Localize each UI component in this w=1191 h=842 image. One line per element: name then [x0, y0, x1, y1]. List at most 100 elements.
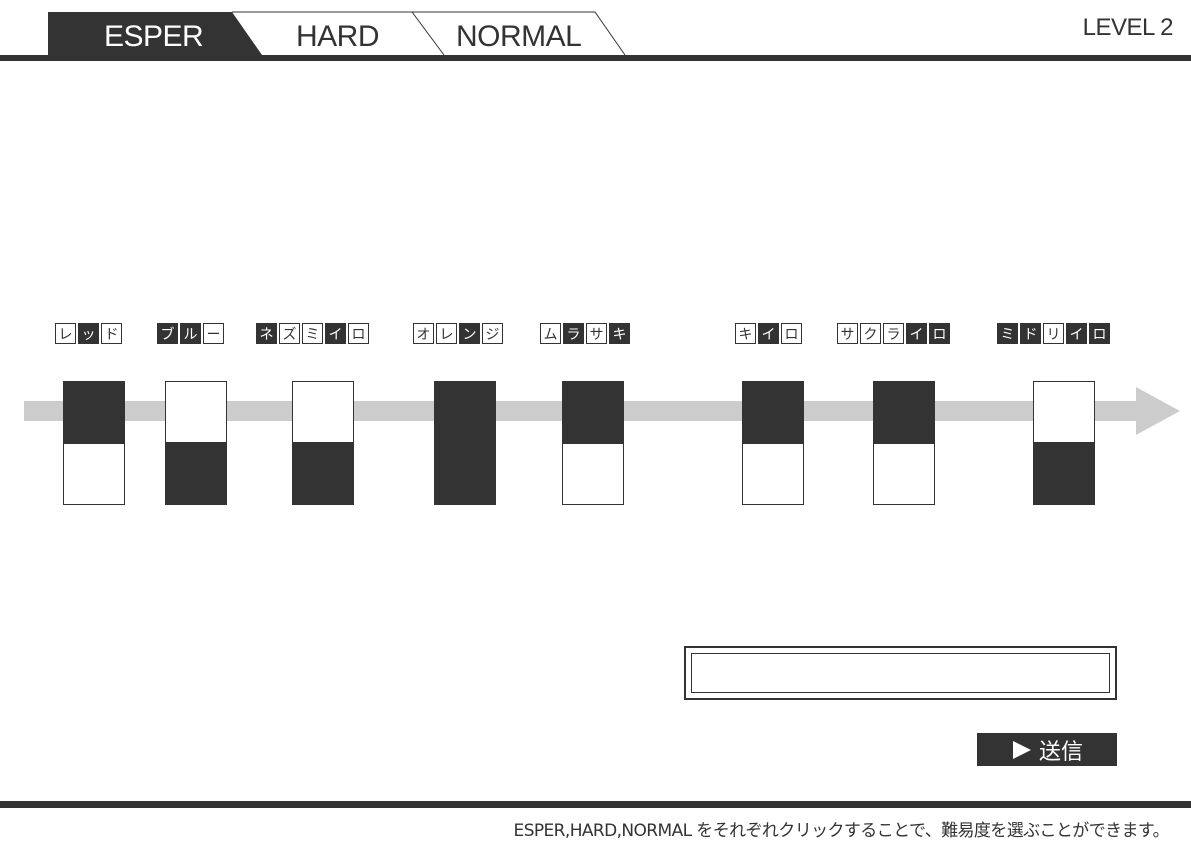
- char-chip: ラ: [883, 323, 904, 344]
- char-chip-text: ロ: [933, 327, 947, 343]
- char-chip: ル: [180, 323, 201, 344]
- char-chip-text: ロ: [1093, 327, 1107, 343]
- char-chip: ン: [459, 323, 480, 344]
- color-block: [63, 381, 125, 505]
- char-chip-text: ン: [463, 327, 477, 343]
- char-chip-text: ル: [184, 327, 198, 343]
- tab-esper[interactable]: ESPER: [48, 12, 262, 55]
- color-block-top: [292, 381, 354, 443]
- color-block-bottom: [562, 443, 624, 505]
- char-chip: ロ: [348, 323, 369, 344]
- char-chip: ロ: [781, 323, 802, 344]
- color-timeline: レッドブルーネズミイロオレンジムラサキキイロサクライロミドリイロ: [24, 323, 1180, 505]
- char-chip-text: ッ: [82, 327, 96, 343]
- word-label: サクライロ: [837, 323, 950, 344]
- char-chip: ネ: [256, 323, 277, 344]
- color-block: [165, 381, 227, 505]
- char-chip: ミ: [997, 323, 1018, 344]
- char-chip: ッ: [78, 323, 99, 344]
- char-chip-text: ネ: [260, 327, 274, 343]
- char-chip: ラ: [563, 323, 584, 344]
- header-divider: [0, 55, 1191, 61]
- tab-normal-label: NORMAL: [456, 20, 581, 53]
- char-chip: ミ: [302, 323, 323, 344]
- color-block-top: [873, 381, 935, 443]
- color-block-bottom: [742, 443, 804, 505]
- tab-esper-label: ESPER: [104, 20, 203, 53]
- send-button-label: 送信: [1038, 739, 1083, 765]
- header: ESPER HARD NORMAL LEVEL 2: [0, 0, 1191, 62]
- play-triangle-icon: [1012, 740, 1031, 759]
- level-indicator: LEVEL 2: [1082, 14, 1174, 41]
- char-chip-text: ド: [105, 327, 119, 343]
- timeline-arrow-icon: [1136, 387, 1180, 435]
- color-block-bottom: [434, 443, 496, 505]
- char-chip-text: ジ: [486, 327, 500, 343]
- char-chip-text: ブ: [161, 326, 175, 343]
- char-chip-text: ミ: [306, 327, 320, 343]
- word-label: ブルー: [157, 323, 224, 344]
- char-chip: ジ: [482, 323, 503, 344]
- char-chip: イ: [906, 323, 927, 344]
- color-block-top: [742, 381, 804, 443]
- color-block: [562, 381, 624, 505]
- difficulty-tabs: ESPER HARD NORMAL: [48, 11, 626, 56]
- char-chip: サ: [586, 323, 607, 344]
- char-chip-text: キ: [739, 327, 753, 343]
- char-chip-text: ム: [544, 327, 558, 343]
- word-chips: レッドブルーネズミイロオレンジムラサキキイロサクライロミドリイロ: [55, 323, 1110, 344]
- color-block: [1033, 381, 1095, 505]
- char-chip: ム: [540, 323, 561, 344]
- answer-frame: [684, 646, 1117, 700]
- color-block: [292, 381, 354, 505]
- tab-normal[interactable]: NORMAL: [412, 11, 626, 56]
- char-chip: リ: [1043, 323, 1064, 344]
- char-chip: イ: [1066, 323, 1087, 344]
- char-chip-text: ク: [864, 327, 878, 343]
- color-block: [434, 381, 496, 505]
- color-block-top: [562, 381, 624, 443]
- word-label: レッド: [55, 323, 122, 344]
- char-chip-text: ー: [207, 327, 221, 343]
- footer-divider: [0, 801, 1191, 808]
- char-chip-text: レ: [440, 327, 454, 343]
- color-block-top: [1033, 381, 1095, 443]
- tab-hard[interactable]: HARD: [232, 11, 445, 56]
- color-blocks: [63, 381, 1095, 505]
- char-chip-text: ロ: [785, 327, 799, 343]
- char-chip-text: サ: [841, 327, 855, 343]
- word-label: キイロ: [735, 323, 802, 344]
- char-chip-text: ズ: [283, 327, 297, 343]
- word-label: ネズミイロ: [256, 323, 369, 344]
- char-chip-text: ラ: [887, 327, 901, 343]
- tab-hard-label: HARD: [296, 20, 379, 53]
- answer-input[interactable]: [691, 653, 1110, 693]
- char-chip: ロ: [1089, 323, 1110, 344]
- footer-instruction: ESPER,HARD,NORMAL をそれぞれクリックすることで、難易度を選ぶこ…: [513, 821, 1170, 841]
- color-block-bottom: [873, 443, 935, 505]
- char-chip: キ: [735, 323, 756, 344]
- char-chip: ク: [860, 323, 881, 344]
- char-chip-text: イ: [910, 327, 924, 343]
- char-chip-text: イ: [1070, 327, 1084, 343]
- char-chip: レ: [436, 323, 457, 344]
- char-chip-text: ミ: [1001, 327, 1015, 343]
- char-chip-text: イ: [329, 327, 343, 343]
- color-block-top: [434, 381, 496, 443]
- color-block-top: [63, 381, 125, 443]
- char-chip: ロ: [929, 323, 950, 344]
- char-chip-text: レ: [59, 327, 73, 343]
- char-chip: レ: [55, 323, 76, 344]
- char-chip: オ: [413, 323, 434, 344]
- color-block: [873, 381, 935, 505]
- word-label: ミドリイロ: [997, 323, 1110, 344]
- char-chip-text: オ: [417, 327, 431, 343]
- send-button[interactable]: 送信: [977, 733, 1117, 766]
- word-label: オレンジ: [413, 323, 503, 344]
- char-chip-text: ロ: [352, 327, 366, 343]
- char-chip: ズ: [279, 323, 300, 344]
- color-block-bottom: [1033, 443, 1095, 505]
- char-chip: ド: [101, 323, 122, 344]
- char-chip-text: サ: [590, 327, 604, 343]
- char-chip: キ: [609, 323, 630, 344]
